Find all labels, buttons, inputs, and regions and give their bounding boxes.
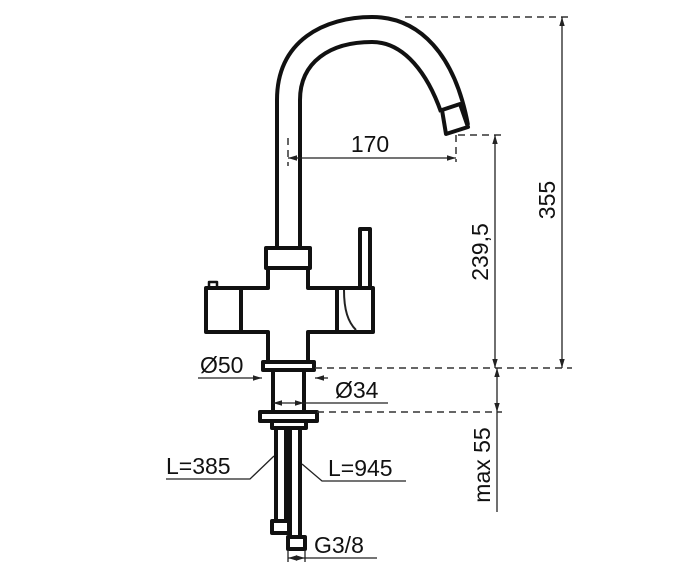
hose-1-fitting [270,519,291,535]
lever-handle [358,227,372,290]
dimension-shank-diameter: Ø34 [273,377,388,406]
thread-label: G3/8 [314,532,364,558]
dimension-base-diameter: Ø50 [198,352,328,381]
mounting-assembly [258,360,319,551]
base-diameter-label: Ø50 [200,352,243,378]
hose-2-length-label: L=945 [328,455,393,481]
dimension-thread: G3/8 [287,532,377,562]
dimension-hose-2: L=945 [301,455,406,482]
spout [275,15,470,248]
reach-label: 170 [351,131,389,157]
hose-2 [288,426,302,539]
total-height-label: 355 [534,181,560,219]
dimension-counter-thickness: max 55 [317,368,502,512]
hose-2-fitting [286,535,307,551]
dimension-reach: 170 [287,131,457,166]
counter-thickness-label: max 55 [469,427,495,502]
dimension-outlet-height: 239,5 [458,134,502,368]
dimension-total-height: 355 [315,16,572,369]
hose-1-length-label: L=385 [166,453,231,479]
hose-1 [274,426,288,523]
shank-diameter-label: Ø34 [335,377,379,403]
tap-body [204,227,375,364]
dimension-hose-1: L=385 [166,453,275,480]
outlet-height-label: 239,5 [467,223,493,281]
